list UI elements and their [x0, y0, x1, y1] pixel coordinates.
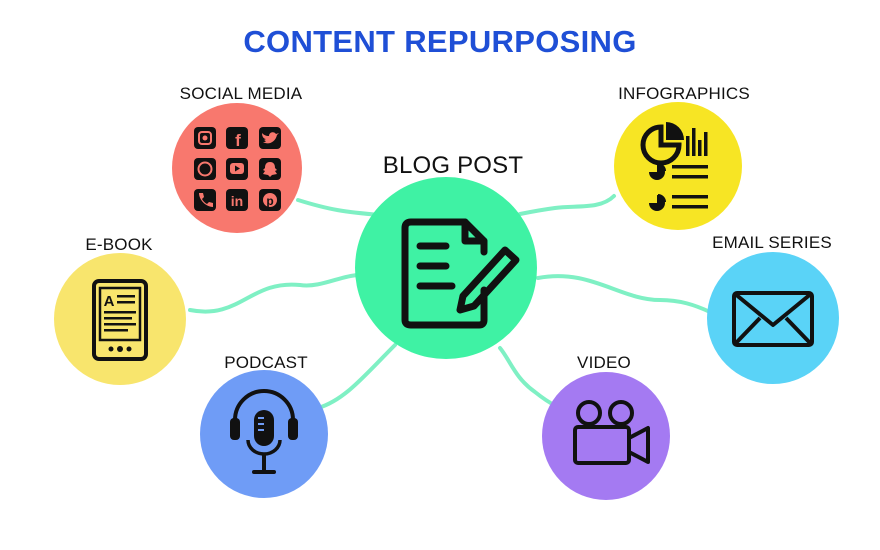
- social-media-label: SOCIAL MEDIA: [179, 84, 303, 103]
- ebook-label: E-BOOK: [85, 235, 153, 254]
- podcast-label: PODCAST: [224, 353, 308, 372]
- pinterest-icon: p: [259, 189, 281, 211]
- social-icons-grid: f: [194, 127, 281, 211]
- svg-text:p: p: [266, 194, 273, 208]
- connector-infographics: [518, 194, 616, 216]
- svg-text:A: A: [104, 293, 115, 310]
- page-title: CONTENT REPURPOSING: [243, 24, 637, 59]
- video-circle: [542, 372, 670, 500]
- video-label: VIDEO: [577, 353, 631, 372]
- headphones-microphone-icon: [230, 389, 298, 474]
- connector-video: [498, 346, 558, 408]
- svg-text:in: in: [231, 193, 243, 209]
- youtube-icon: [226, 158, 248, 180]
- node-video: [542, 372, 670, 500]
- connector-ebook: [188, 273, 360, 314]
- node-ebook: A: [54, 253, 186, 385]
- node-infographics: [614, 102, 742, 230]
- facebook-icon: f: [226, 127, 248, 150]
- snapchat-icon: [259, 158, 281, 180]
- connector-social-media: [296, 198, 382, 217]
- node-blog-post: [355, 177, 537, 359]
- node-social-media: f: [172, 103, 302, 233]
- twitter-icon: [259, 127, 281, 149]
- svg-text:f: f: [235, 131, 241, 150]
- node-podcast: [200, 370, 328, 498]
- phone-icon: [194, 189, 216, 211]
- document-pencil-icon: [401, 218, 520, 329]
- connector-podcast: [316, 343, 397, 410]
- email-series-circle: [707, 252, 839, 384]
- chart-list-icon: [640, 122, 708, 211]
- whatsapp-icon: [194, 158, 216, 180]
- connector-email-series: [536, 274, 712, 314]
- infographics-label: INFOGRAPHICS: [618, 84, 750, 103]
- blog-post-label: BLOG POST: [382, 152, 524, 179]
- email-series-label: EMAIL SERIES: [712, 233, 832, 252]
- connectors: [188, 194, 712, 410]
- node-email-series: [707, 252, 839, 384]
- video-camera-icon: [573, 400, 650, 465]
- envelope-icon: [732, 291, 814, 347]
- linkedin-icon: in: [226, 189, 248, 211]
- instagram-icon: [194, 127, 216, 149]
- ereader-icon: A: [92, 279, 148, 361]
